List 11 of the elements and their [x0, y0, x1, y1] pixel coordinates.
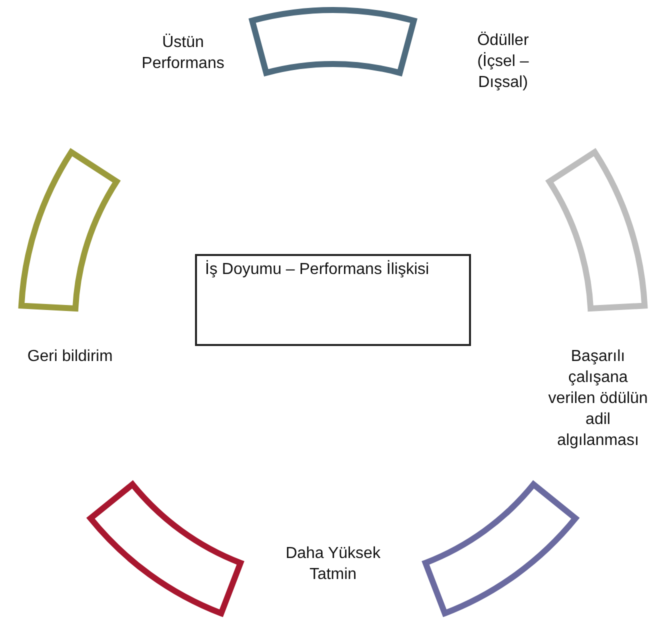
curved-band: [18, 149, 120, 312]
stage-label: Geri bildirim: [26, 347, 114, 367]
curved-band: [88, 481, 244, 616]
stage-label: Daha Yüksek Tatmin: [284, 544, 382, 585]
stage-label: Başarılı çalışana verilen ödülün adil algılanması: [548, 347, 648, 451]
curved-band: [249, 7, 417, 76]
title-box: İş Doyumu – Performans İlişkisi: [195, 254, 471, 346]
stage-label: Ödüller (İçsel – Dışsal): [476, 30, 530, 93]
stage-label: Üstün Performans: [140, 32, 226, 74]
curved-band: [546, 149, 648, 312]
curved-band: [422, 481, 578, 616]
